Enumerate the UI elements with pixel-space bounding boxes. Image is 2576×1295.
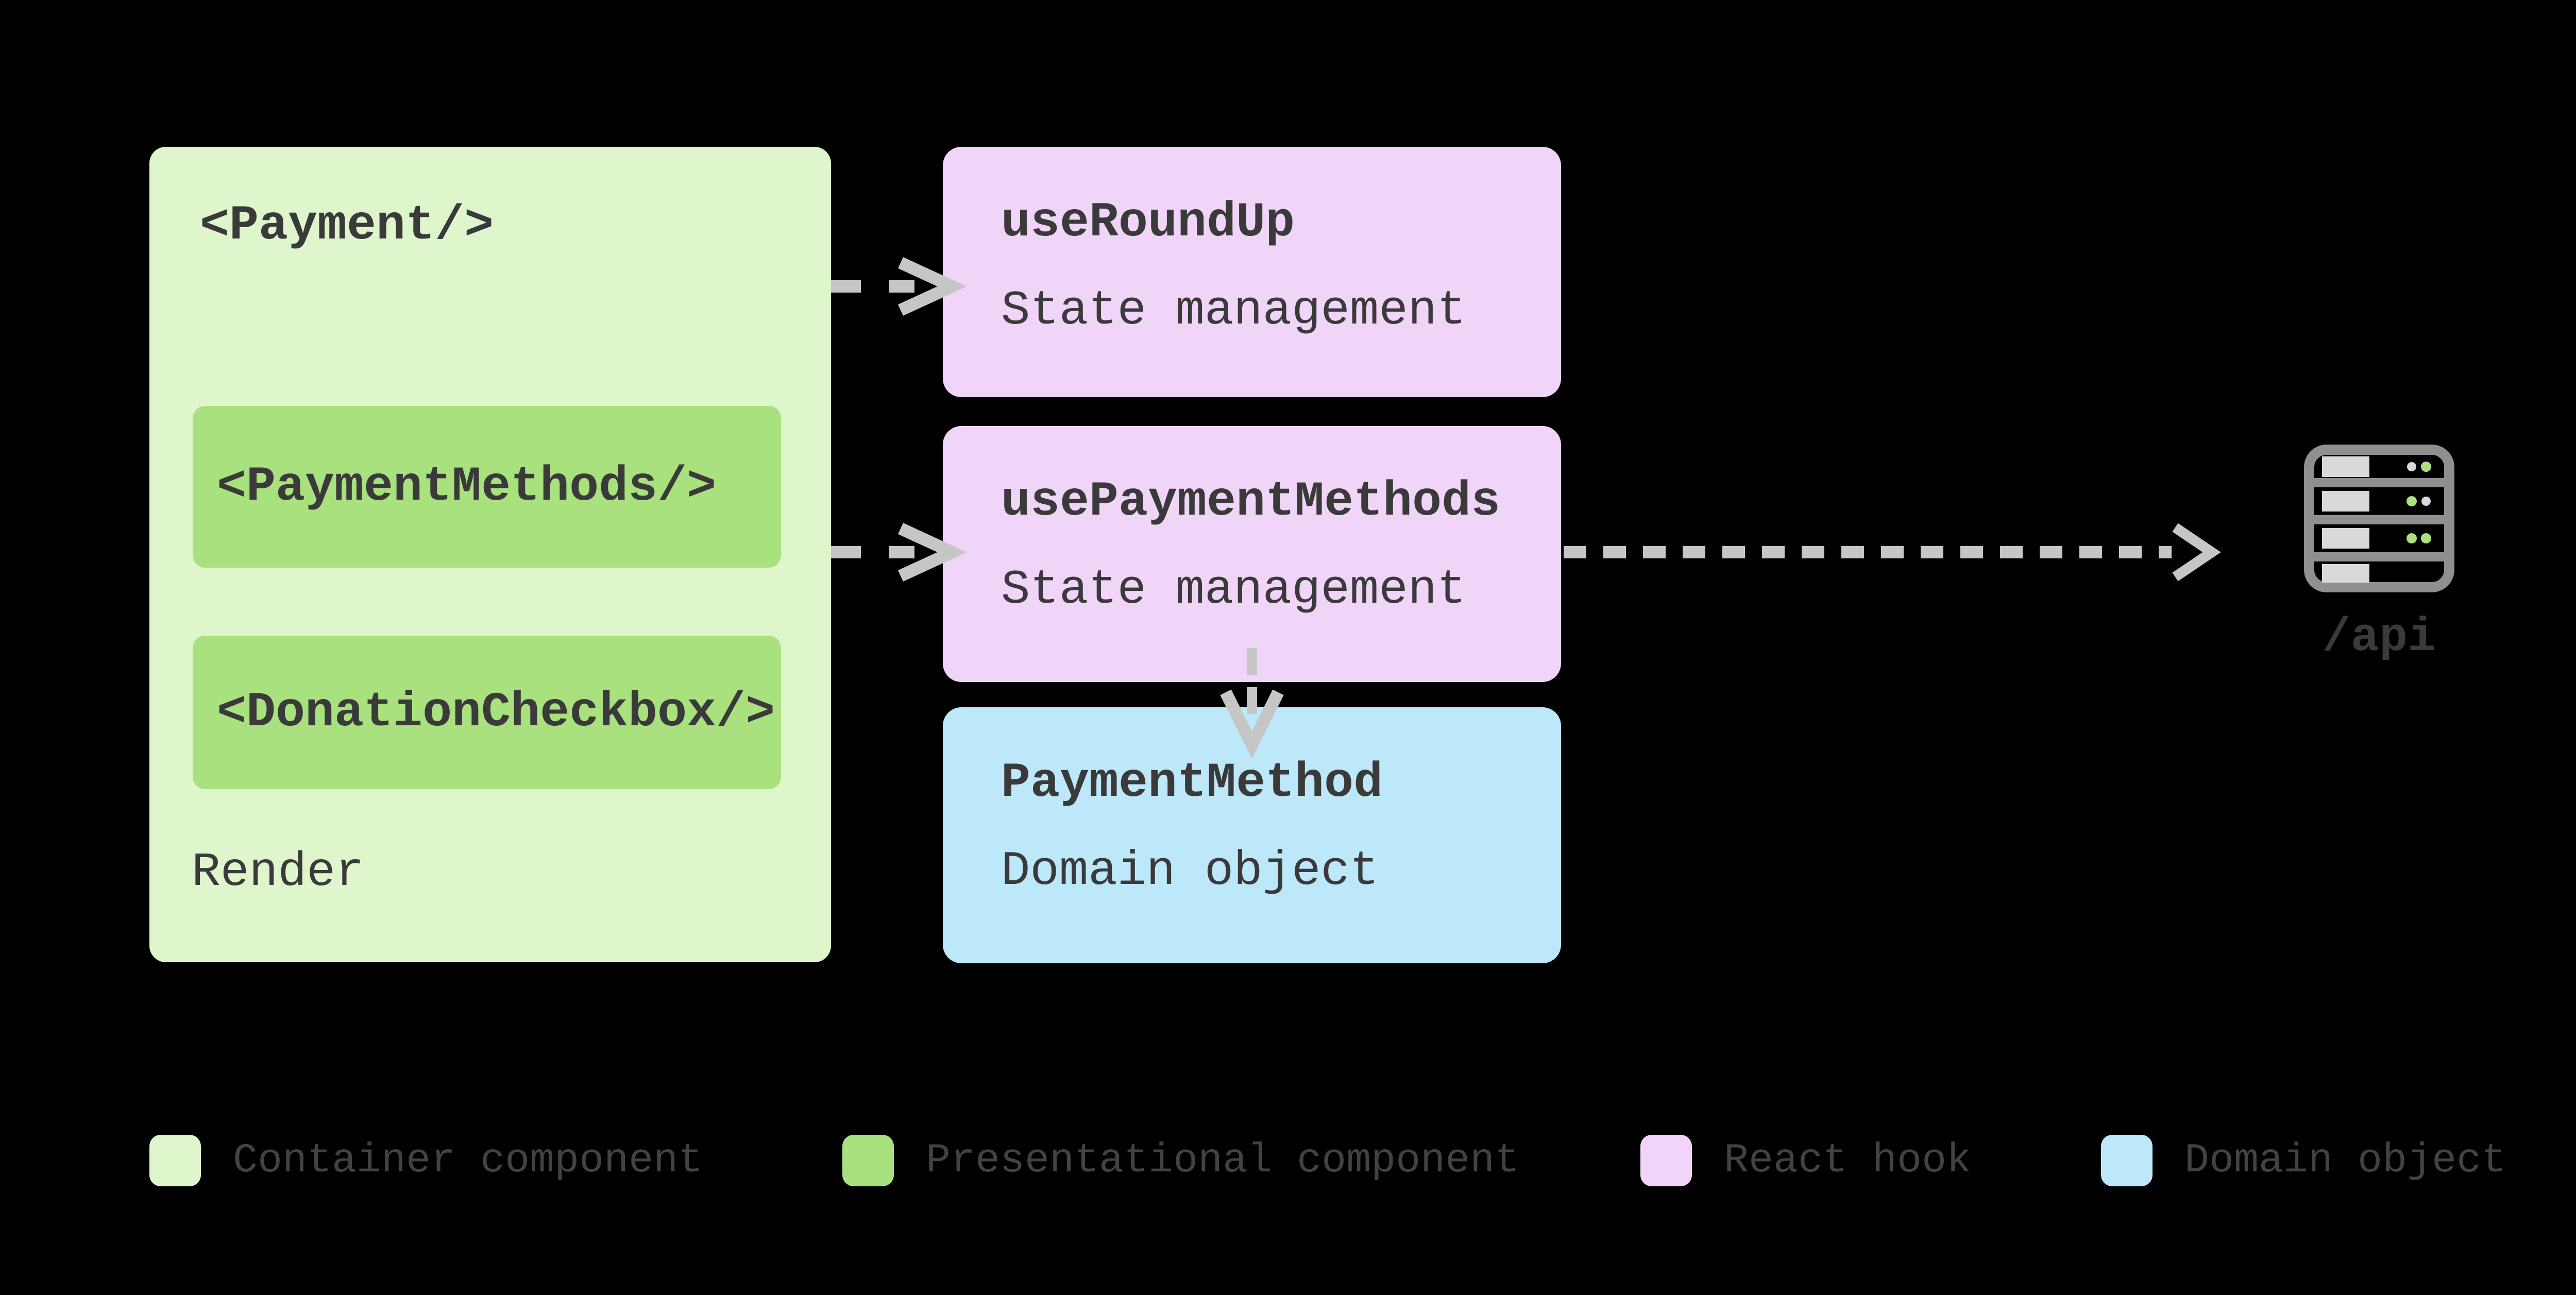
- legend-swatch-react-hook: [1640, 1135, 1692, 1186]
- legend-swatch-domain-object: [2101, 1135, 2153, 1186]
- payment-methods-component-label: <PaymentMethods/>: [217, 459, 717, 515]
- use-round-up-hook-box: useRoundUp State management: [943, 147, 1561, 397]
- legend-item-container-component: Container component: [149, 1135, 703, 1186]
- use-round-up-subtitle: State management: [1001, 284, 1466, 338]
- donation-checkbox-component-label: <DonationCheckbox/>: [217, 685, 775, 740]
- api-server-icon: [2304, 445, 2454, 592]
- legend-label-react-hook: React hook: [1724, 1137, 1972, 1184]
- payment-methods-component-box: <PaymentMethods/>: [193, 406, 781, 568]
- use-round-up-title: useRoundUp: [1001, 195, 1295, 250]
- render-label: Render: [192, 845, 364, 899]
- arrow-paymentmethods-to-usepaymentmethods: [831, 523, 967, 582]
- legend-label-container-component: Container component: [233, 1137, 703, 1184]
- use-payment-methods-title: usePaymentMethods: [1001, 474, 1501, 530]
- legend-item-react-hook: React hook: [1640, 1135, 1971, 1186]
- donation-checkbox-component-box: <DonationCheckbox/>: [193, 636, 781, 789]
- legend-item-presentational-component: Presentational component: [842, 1135, 1519, 1186]
- legend-swatch-container-component: [149, 1135, 201, 1186]
- arrow-payment-to-useroundup: [831, 257, 967, 316]
- container-component-box: <Payment/> <PaymentMethods/> <DonationCh…: [149, 147, 831, 962]
- payment-method-subtitle: Domain object: [1001, 844, 1379, 899]
- server-icon: [2304, 445, 2454, 592]
- payment-method-title: PaymentMethod: [1001, 755, 1383, 811]
- payment-method-domain-box: PaymentMethod Domain object: [943, 707, 1561, 963]
- arrow-usepaymentmethods-to-api: [1564, 523, 2221, 582]
- use-payment-methods-hook-box: usePaymentMethods State management: [943, 426, 1561, 682]
- legend-swatch-presentational-component: [842, 1135, 894, 1186]
- api-endpoint-label: /api: [2322, 610, 2436, 664]
- use-payment-methods-subtitle: State management: [1001, 563, 1466, 618]
- legend-item-domain-object: Domain object: [2101, 1135, 2506, 1186]
- payment-component-label: <Payment/>: [200, 198, 494, 253]
- legend-label-domain-object: Domain object: [2184, 1137, 2506, 1184]
- legend-label-presentational-component: Presentational component: [926, 1137, 1520, 1184]
